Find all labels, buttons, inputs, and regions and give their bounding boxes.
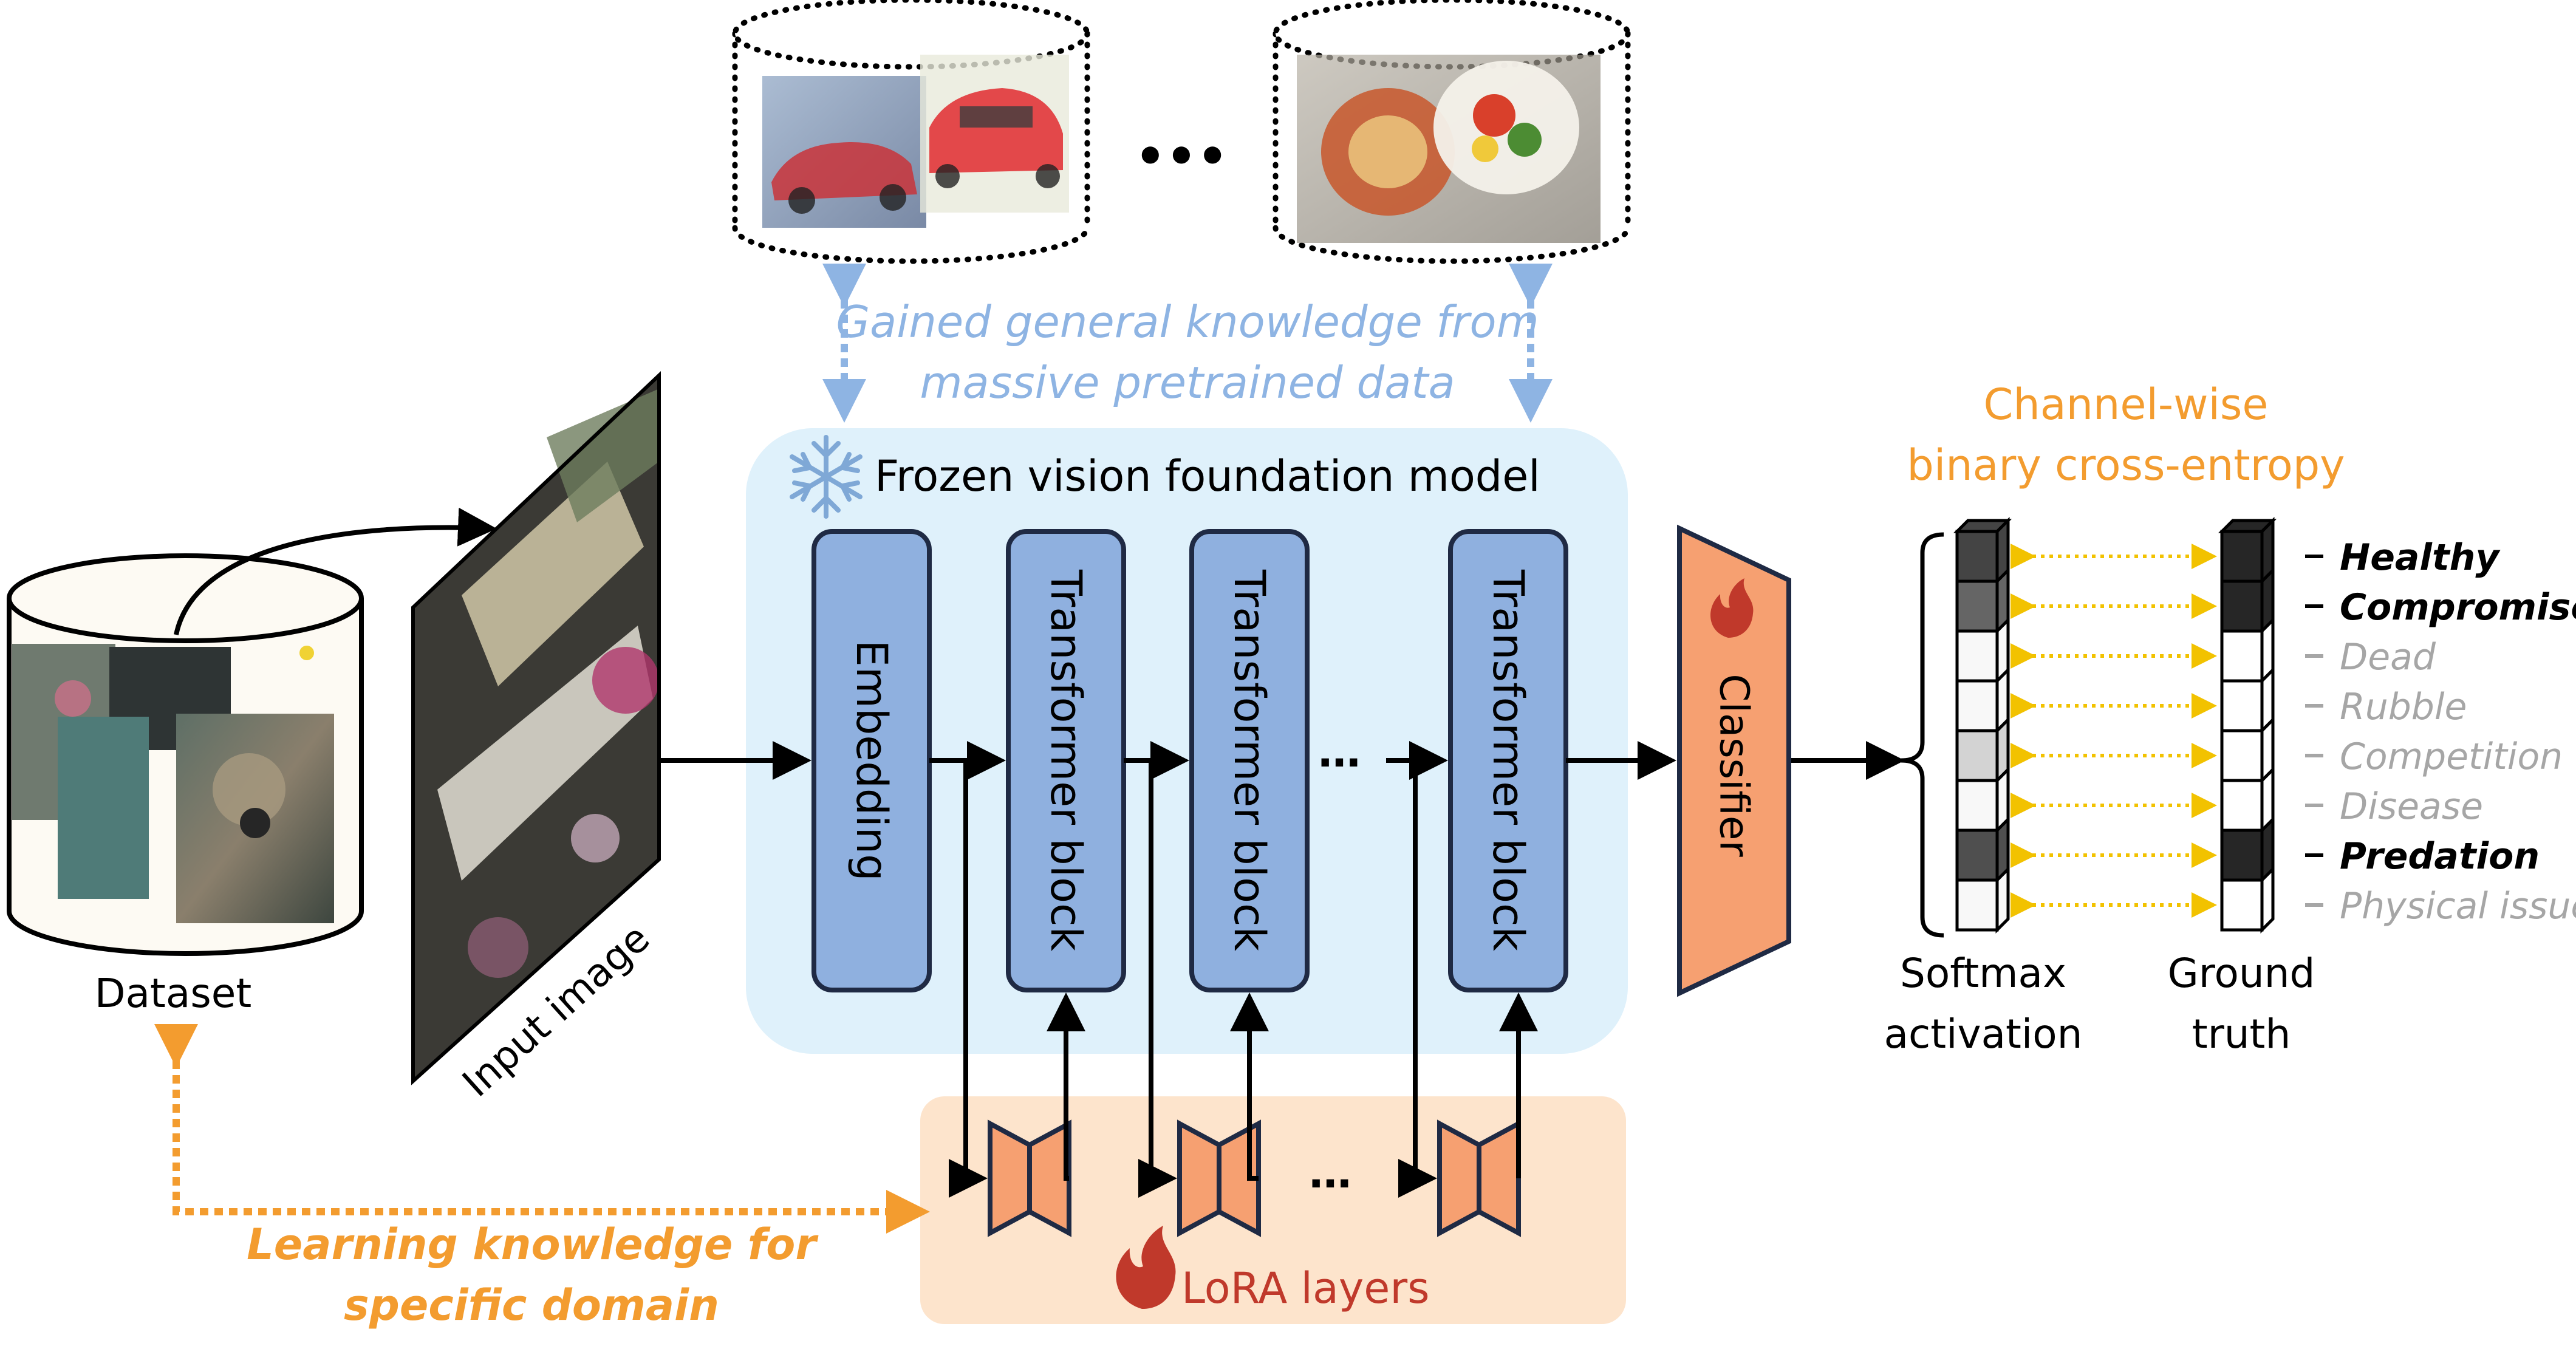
- ellipsis-datasets: •••: [1135, 128, 1228, 185]
- class-label: Rubble: [2340, 686, 2467, 728]
- ground-truth-cell: [2220, 828, 2264, 882]
- general-knowledge-caption-line1: Gained general knowledge from: [836, 296, 1539, 347]
- class-label: Healthy: [2340, 536, 2501, 579]
- ground-truth-cell: [2220, 530, 2264, 583]
- class-label: Physical issue: [2340, 885, 2576, 927]
- ground-truth-label-line2: truth: [2192, 1011, 2291, 1057]
- softmax-cell: [1955, 579, 1999, 633]
- softmax-cell-side: [1995, 865, 2010, 934]
- ground-truth-column: [2218, 516, 2277, 934]
- lora-adapter-1: [988, 1119, 1071, 1237]
- class-label: Dead: [2340, 636, 2436, 678]
- classifier-block: Classifier: [1677, 524, 1791, 997]
- car-photo-silver: [762, 76, 926, 228]
- softmax-cell: [1955, 828, 1999, 882]
- ground-truth-cell: [2220, 579, 2264, 633]
- softmax-column: [1953, 516, 2012, 934]
- embedding-label: Embedding: [847, 640, 897, 881]
- pretrained-data-cylinder-cars: [732, 0, 1090, 264]
- fire-icon-lora: [1116, 1226, 1176, 1309]
- frozen-model-title: Frozen vision foundation model: [875, 451, 1540, 501]
- general-knowledge-caption-line2: massive pretrained data: [920, 357, 1455, 408]
- softmax-label-line2: activation: [1884, 1011, 2083, 1057]
- transformer-block-2: Transformer block: [1189, 529, 1310, 992]
- class-label: Predation: [2340, 835, 2540, 878]
- input-image: [411, 371, 661, 1085]
- lora-ellipsis: …: [1309, 1148, 1351, 1198]
- ground-truth-cell-side: [2260, 865, 2275, 934]
- car-photo-red: [920, 55, 1069, 213]
- food-photo: [1297, 55, 1601, 243]
- dataset-label: Dataset: [95, 970, 251, 1017]
- transformer-block-2-label: Transformer block: [1225, 569, 1274, 951]
- domain-learning-arrow: [154, 1024, 930, 1234]
- pretrained-data-cylinder-food: [1273, 0, 1631, 264]
- softmax-cell: [1955, 530, 1999, 583]
- softmax-cell: [1955, 779, 1999, 832]
- loss-title-line1: Channel-wise: [1984, 380, 2269, 429]
- match-arrows: [2011, 544, 2217, 918]
- embedding-block: Embedding: [811, 529, 932, 992]
- reef-photos: [12, 644, 334, 923]
- classifier-label: Classifier: [1711, 674, 1758, 857]
- snowflake-icon: [790, 435, 863, 519]
- class-labels: HealthyCompromisedDeadRubbleCompetitionD…: [2305, 536, 2576, 927]
- fire-icon-classifier: [1710, 578, 1754, 638]
- transformer-block-1: Transformer block: [1006, 529, 1126, 992]
- domain-learning-caption-line1: Learning knowledge for: [247, 1220, 819, 1269]
- ground-truth-label-line1: Ground: [2168, 950, 2315, 997]
- blocks-ellipsis: …: [1318, 727, 1361, 777]
- transformer-block-n: Transformer block: [1448, 529, 1568, 992]
- ground-truth-cell: [2220, 729, 2264, 782]
- class-label: Competition: [2340, 736, 2563, 778]
- ground-truth-cell: [2220, 629, 2264, 683]
- transformer-block-n-label: Transformer block: [1483, 569, 1533, 951]
- softmax-label-line1: Softmax: [1900, 950, 2066, 997]
- loss-title-line2: binary cross-entropy: [1907, 440, 2345, 490]
- class-label: Compromised: [2340, 586, 2576, 629]
- ground-truth-cell: [2220, 679, 2264, 733]
- output-brace: [1901, 532, 1944, 938]
- ground-truth-cell: [2220, 779, 2264, 832]
- domain-learning-caption-line2: specific domain: [344, 1280, 719, 1330]
- softmax-cell: [1955, 878, 1999, 932]
- class-label: Disease: [2340, 785, 2483, 828]
- ground-truth-cell: [2220, 878, 2264, 932]
- softmax-cell: [1955, 729, 1999, 782]
- softmax-cell: [1955, 679, 1999, 733]
- softmax-cell: [1955, 629, 1999, 683]
- lora-adapter-n: [1437, 1119, 1521, 1237]
- dataset-cylinder: [7, 507, 497, 956]
- lora-title: LoRA layers: [1181, 1263, 1430, 1313]
- transformer-block-1-label: Transformer block: [1041, 569, 1091, 951]
